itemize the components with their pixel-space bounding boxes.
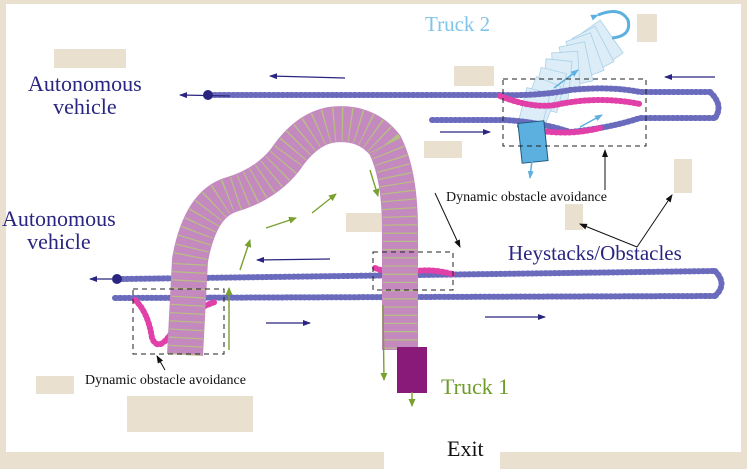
autonomous-vehicle-left-dot [112,274,122,284]
bottom-wall-left [0,452,384,469]
dynamic-avoidance-label-top: Dynamic obstacle avoidance [446,190,607,205]
top-wall [0,0,747,4]
vehicle-path-top [207,85,722,136]
truck-1-body [397,347,427,393]
avoidance-box-left [132,288,225,355]
callout-lines [156,149,673,371]
autonomous-vehicle-label-left: Autonomous vehicle [2,207,116,253]
right-wall [741,0,747,469]
obstacle-block [424,141,462,158]
avoidance-box-top [502,78,647,147]
middle-upper-lane [119,268,718,282]
autonomous-vehicle-label-top: Autonomous vehicle [28,72,142,118]
vehicle-direction-arrows [89,73,715,326]
top-loop [707,89,722,121]
truck-1-motion-arrows [225,169,416,407]
left-wall [0,0,6,469]
obstacle-block [346,213,384,232]
label-line: Autonomous [2,206,116,231]
heystacks-obstacles-label: Heystacks/Obstacles [508,241,682,265]
dynamic-avoidance-label-bottom: Dynamic obstacle avoidance [85,373,246,388]
obstacle-block [54,49,126,68]
label-line: vehicle [27,229,91,255]
truck-2-motion-arrow [579,114,603,128]
obstacle-block [637,14,657,42]
obstacle-block [454,66,494,86]
truck-1-path [167,106,427,393]
obstacle-block [127,396,253,432]
label-line: Autonomous [28,71,142,96]
truck-2-motion-arrow [527,159,534,179]
truck-2-rotation-arrow [590,9,631,40]
obstacle-block [674,159,692,193]
obstacles [36,14,692,432]
bottom-wall-right [500,452,747,469]
label-line: vehicle [53,94,117,120]
truck-2-body [517,120,549,164]
truck-2-label: Truck 2 [425,12,491,36]
obstacle-block [565,204,583,230]
obstacle-block [36,376,74,394]
middle-loop [712,268,725,299]
avoidance-box-middle [372,251,454,291]
avoidance-boxes [132,78,647,355]
truck-1-band-stripes [168,107,417,356]
truck-1-label: Truck 1 [441,374,510,399]
top-upper-lane [207,85,713,99]
truck-2 [517,9,631,179]
exit-label: Exit [447,436,484,461]
